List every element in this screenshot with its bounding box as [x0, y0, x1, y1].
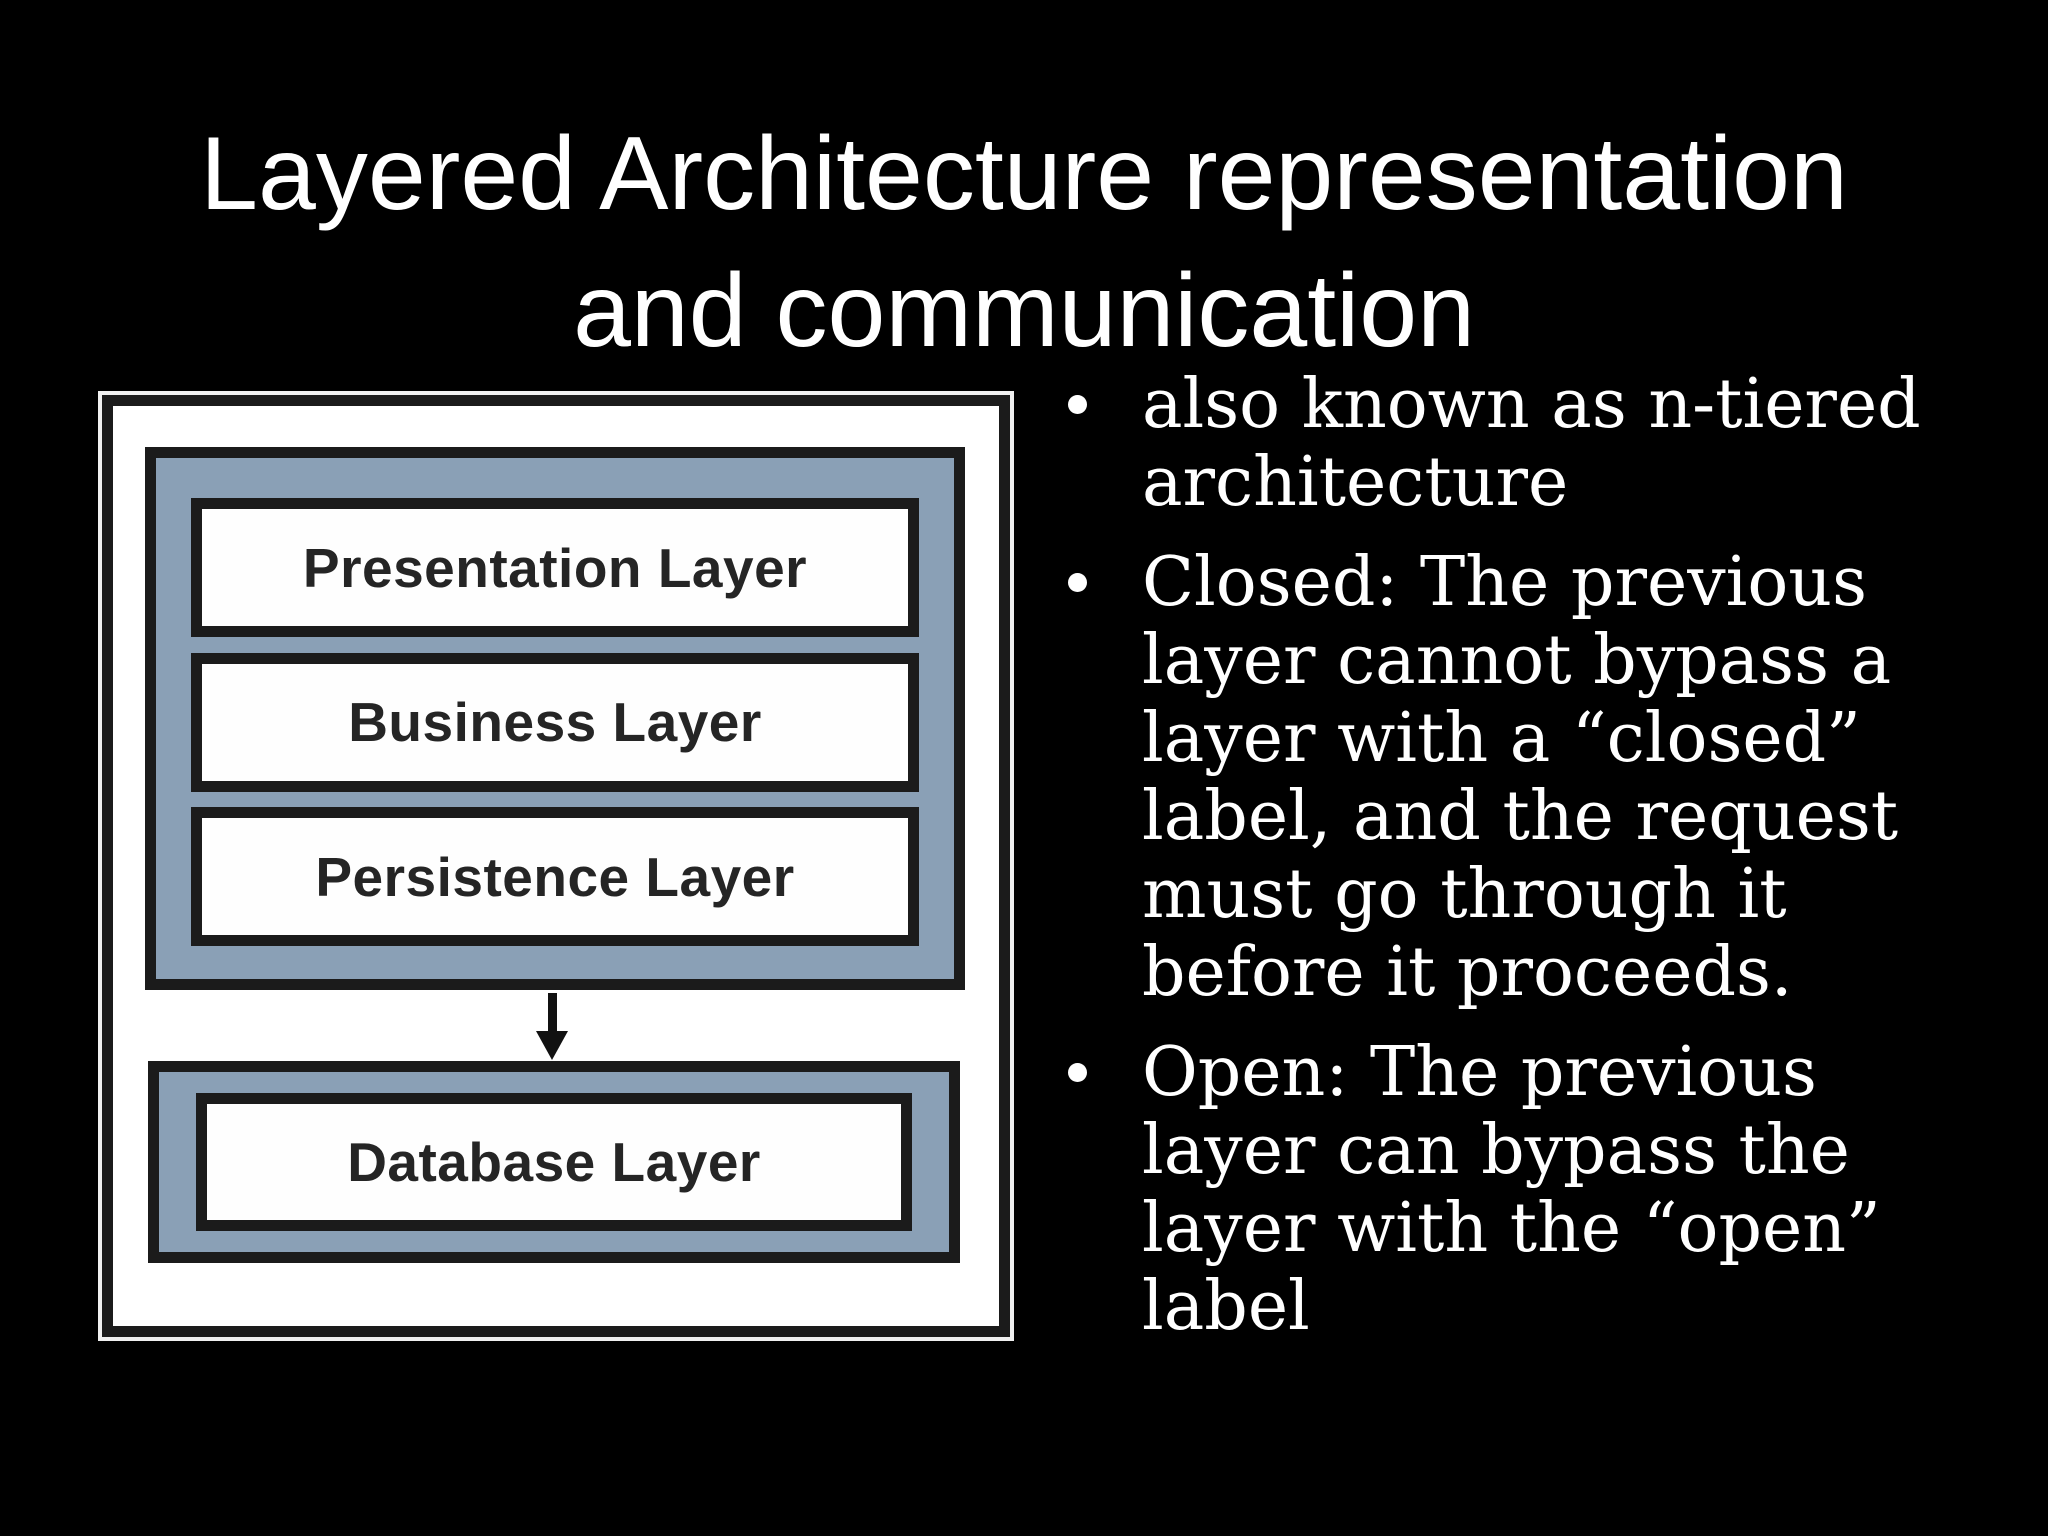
bullet-item-2: Closed: The previous layer cannot bypass… [1066, 544, 1966, 1012]
down-arrow-shaft [548, 993, 557, 1035]
bullet-line: label, and the request [1142, 777, 1899, 856]
bullet-line: must go through it [1142, 855, 1787, 934]
bullet-item-3: Open: The previous layer can bypass the … [1066, 1034, 1966, 1346]
bullet-line: layer with the “open” [1142, 1189, 1881, 1268]
persistence-layer-box: Persistence Layer [191, 807, 919, 946]
title-line-1: Layered Architecture representation [200, 115, 1848, 232]
bullet-list: also known as n-tiered architecture Clos… [1066, 366, 1966, 1368]
bullet-line: Open: The previous [1142, 1033, 1817, 1112]
business-layer-box: Business Layer [191, 652, 919, 792]
presentation-layer-box: Presentation Layer [191, 498, 919, 637]
business-layer-label: Business Layer [348, 691, 762, 753]
bullet-line: label [1142, 1267, 1310, 1346]
database-layer-label: Database Layer [347, 1131, 761, 1193]
database-layer-box: Database Layer [196, 1093, 912, 1231]
bullet-item-1: also known as n-tiered architecture [1066, 366, 1966, 522]
bullet-line: layer with a “closed” [1142, 699, 1861, 778]
bullet-line: Closed: The previous [1142, 543, 1867, 622]
database-group: Database Layer [148, 1061, 960, 1263]
slide-title: Layered Architecture representation and … [0, 106, 2048, 380]
bullet-line: architecture [1142, 443, 1569, 522]
down-arrow-head [536, 1031, 568, 1060]
bullet-line: layer cannot bypass a [1142, 621, 1892, 700]
bullet-line: also known as n-tiered [1142, 365, 1921, 444]
bullet-line: before it proceeds. [1142, 933, 1793, 1012]
presentation-layer-label: Presentation Layer [302, 536, 808, 599]
architecture-diagram: Presentation Layer Business Layer Persis… [98, 391, 1014, 1341]
down-arrow-icon [512, 993, 592, 1060]
title-line-2: and communication [573, 252, 1475, 369]
layers-group: Presentation Layer Business Layer Persis… [145, 447, 965, 990]
bullet-line: layer can bypass the [1142, 1111, 1850, 1190]
persistence-layer-label: Persistence Layer [315, 845, 795, 908]
